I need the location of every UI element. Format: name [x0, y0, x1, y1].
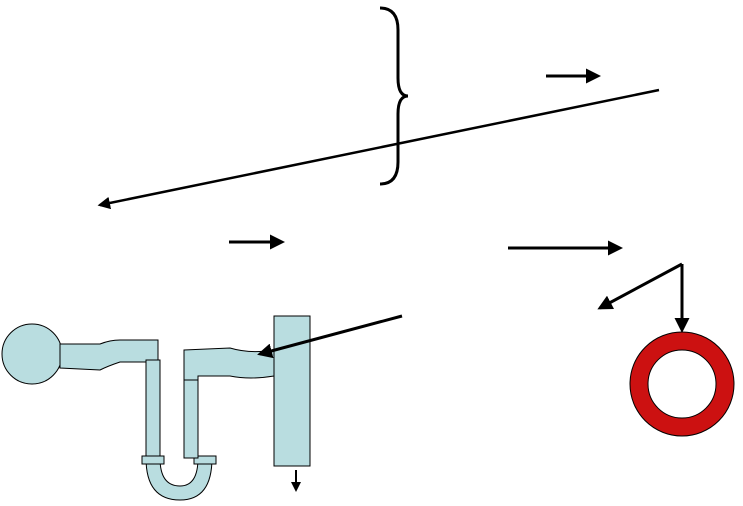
red-ring: [629, 331, 735, 437]
arrow-to-pipe: [257, 314, 403, 359]
long-diagonal-arrow: [97, 88, 660, 210]
pipe-bulb: [1, 323, 63, 385]
curly-brace: [379, 6, 409, 186]
drain-trap-pipe: [1, 315, 311, 501]
branching-arrow: [597, 262, 690, 333]
